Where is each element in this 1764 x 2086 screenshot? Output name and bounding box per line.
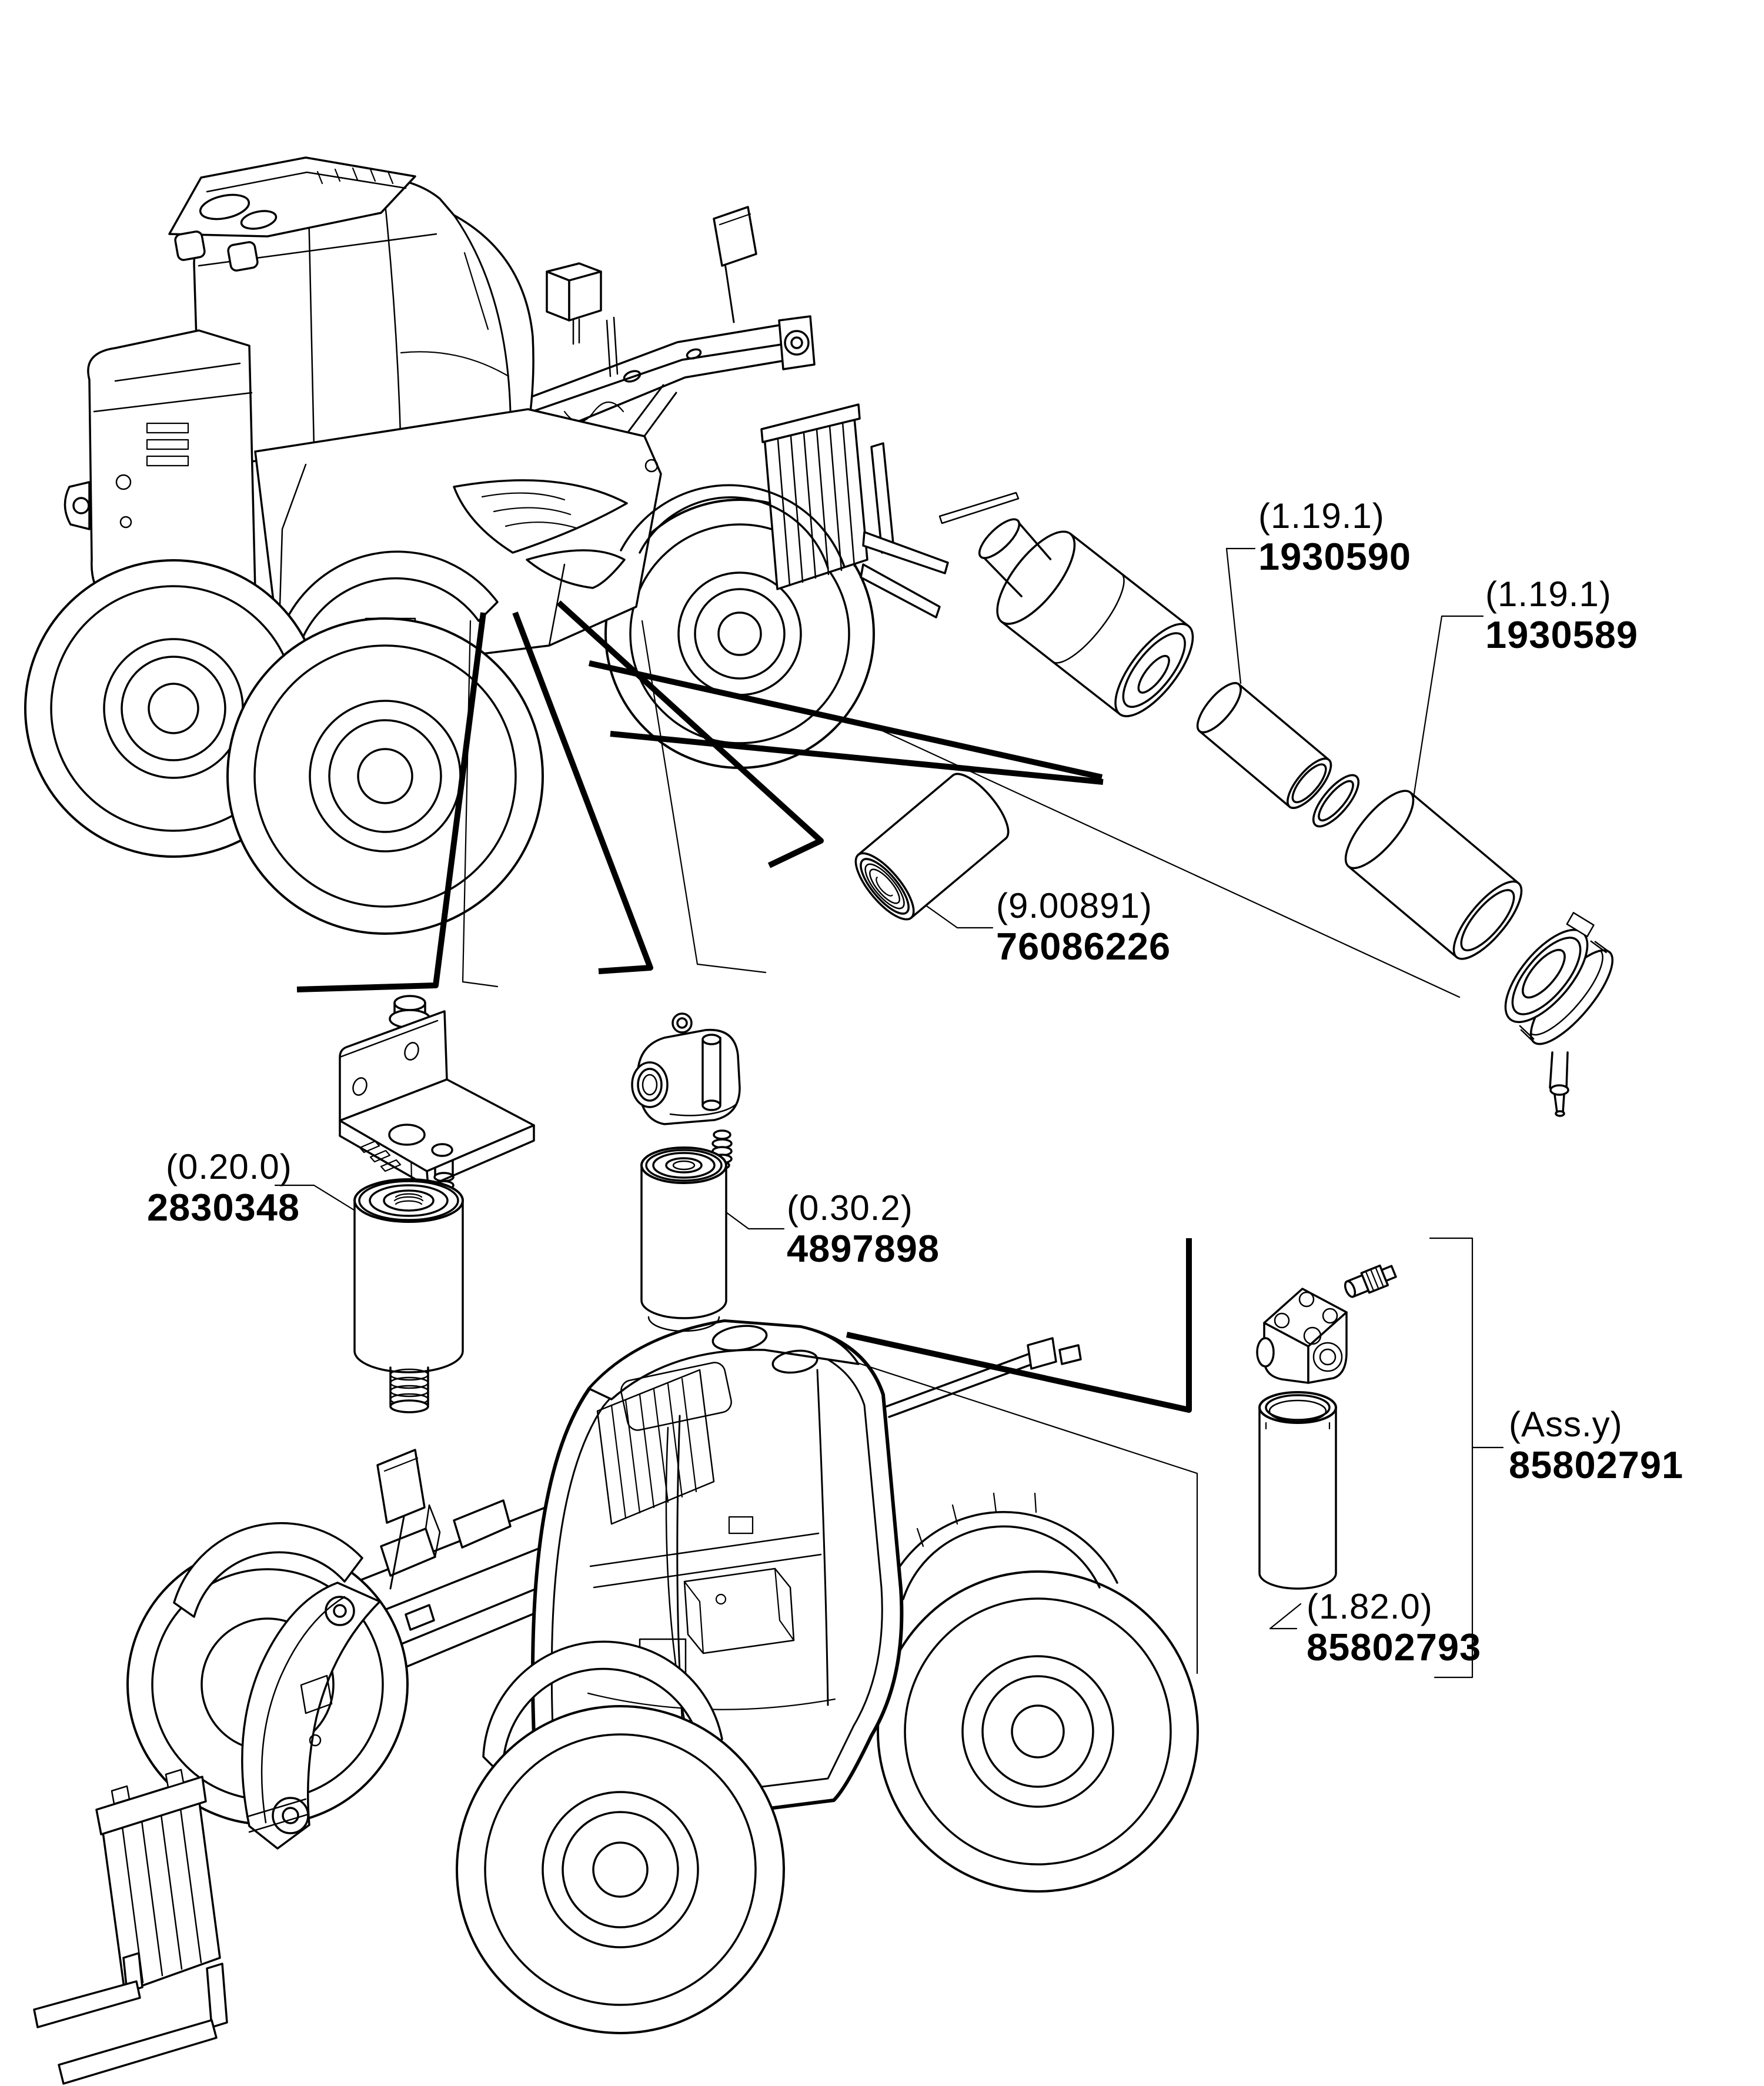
fender-ticks [916,1492,1037,1547]
fuel-filter-2830348-drawing [353,1178,464,1413]
leader-to-filter-head [512,611,653,974]
machine-top-drawing [24,156,1020,935]
section-code: (1.19.1) [1485,574,1612,614]
part-number: 76086226 [996,925,1171,968]
body-panel-drawing [254,408,662,669]
leader-to-hydraulic-filter [846,1238,1192,1413]
label-leader-76086226 [911,895,994,929]
exhaust-box-drawing [546,262,619,377]
thin-leader-lines [274,547,1504,1679]
part-number: 85802793 [1307,1626,1482,1669]
part-label-1930590: (1.19.1) 1930590 [1258,497,1411,579]
leader-to-muffler-b [610,731,1104,785]
wheel-icon [24,559,544,935]
fender-drawing [274,484,846,662]
leader-to-muffler-a [588,660,1103,780]
assy-bracket-line [1429,1237,1474,1679]
leader-to-sleeve [556,600,824,868]
fender-drawing [883,1511,1118,1600]
hydraulic-canister-85802793-drawing [1258,1391,1337,1590]
fork-assembly-drawing [760,403,1020,619]
part-label-76086226: (9.00891) 76086226 [996,887,1171,968]
section-code: (1.19.1) [1258,496,1385,536]
part-number: 85802791 [1509,1443,1684,1486]
end-cap-drawing [1504,912,1614,1117]
part-label-1930589: (1.19.1) 1930589 [1485,575,1638,657]
wheel-icon [877,1570,1199,1893]
tube-1930590-drawing [1196,682,1332,809]
tube-1930589-drawing [1344,790,1523,960]
hydraulic-filter-head-drawing [1256,1288,1348,1384]
label-leader-1930589 [1412,615,1484,798]
cab-frame-drawing [530,1319,904,1826]
boom-arm-drawing [241,1582,381,1850]
roof-drawing [168,156,416,272]
label-leader-4897898 [725,1211,785,1230]
label-leader-2830348 [274,1184,355,1211]
hydraulic-fitting-drawing [1344,1264,1397,1298]
label-leader-85802793 [1269,1603,1302,1630]
part-number: 1930589 [1485,613,1639,656]
part-label-85802791: (Ass.y) 85802791 [1509,1405,1683,1487]
filter-head-drawing [631,1012,741,1125]
oil-filter-4897898-drawing [640,1146,727,1332]
engine-hood-drawing [64,329,256,624]
label-leader-1930590 [1225,547,1256,684]
section-code: (0.30.2) [787,1188,913,1228]
wheel-icon [456,1705,785,2034]
section-code: (Ass.y) [1509,1405,1623,1444]
section-code: (0.20.0) [166,1147,292,1186]
bracket-drawing [339,1010,535,1188]
part-label-4897898: (0.30.2) 4897898 [787,1189,940,1271]
fork-assembly-drawing [33,1769,228,2085]
oring-drawing [1312,774,1360,828]
section-code: (9.00891) [996,886,1152,925]
part-number: 2830348 [147,1186,300,1229]
fender-drawing [173,1522,363,1618]
mirror-icon [376,1449,426,1590]
sleeve-76086226-drawing [854,773,1010,921]
machine-bottom-drawing [33,1319,1199,2085]
leader-lines [274,547,1504,1679]
mirror-icon [713,206,757,323]
air-intake-muffler-drawing [978,518,1194,717]
part-number: 1930590 [1258,535,1412,578]
part-number: 4897898 [787,1227,940,1270]
part-label-2830348: (0.20.0) 2830348 [147,1148,300,1229]
section-code: (1.82.0) [1307,1587,1433,1626]
part-label-85802793: (1.82.0) 85802793 [1307,1587,1481,1669]
